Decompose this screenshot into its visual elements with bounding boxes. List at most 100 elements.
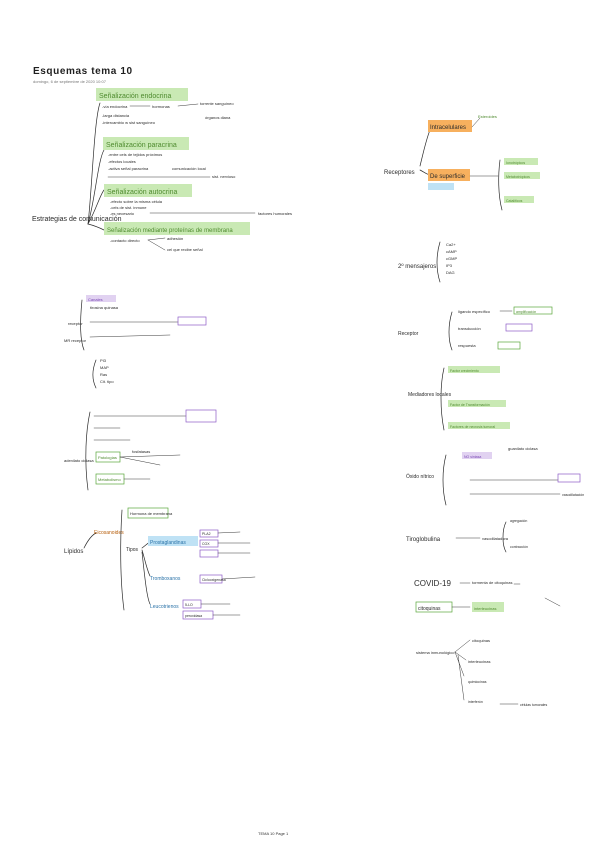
section-heading: Señalización autocrina	[107, 189, 178, 196]
receptors-map: Receptores Intracelulares Esteroides De …	[384, 114, 540, 211]
note-line: Metabolismo	[98, 477, 121, 482]
purple-box	[177, 316, 207, 326]
note-line: fosfatasas	[132, 449, 150, 454]
highlight-orange	[428, 120, 472, 132]
note-line: -entre cels de tejidos próximos	[108, 152, 162, 157]
note-line: órganos diana	[205, 115, 231, 120]
second-messengers-map: 2º mensajeros Ca2+ cAMP cGMP IP3 DAG	[398, 241, 457, 283]
arrow-line	[471, 117, 481, 128]
note-line: cAMP	[446, 249, 457, 254]
note-line: Tipos	[126, 547, 139, 553]
bracket	[448, 311, 453, 351]
note-line: sist. nervioso	[212, 174, 236, 179]
note-line: Leucotrienos	[150, 604, 179, 610]
branch-line	[141, 551, 151, 605]
green-box	[513, 306, 553, 315]
arrow-line	[147, 237, 166, 251]
branch-line	[83, 532, 97, 549]
root-label: COVID-19	[414, 579, 451, 588]
note-line: Factor de Transformación	[450, 403, 490, 407]
page-date: domingo, 6 de septiembre de 2020 10:07	[33, 79, 106, 84]
highlight-green	[103, 137, 189, 150]
branch-line	[419, 129, 431, 167]
root-label: Óxido nítrico	[406, 473, 434, 480]
root-label: Receptor	[398, 331, 419, 337]
note-line: respuesta	[458, 343, 476, 348]
note-line: adenilato ciclasa	[64, 458, 94, 463]
note-line: tormenta de citoquinas	[472, 580, 512, 585]
branch-line	[87, 102, 101, 225]
note-line: Tromboxanos	[150, 576, 181, 582]
purple-box	[557, 473, 581, 483]
purple-box	[199, 529, 219, 538]
note-line: Hormona de membrana	[130, 511, 173, 516]
section-heading: Señalización endocrina	[99, 93, 171, 100]
covid-map: COVID-19 tormenta de citoquinas citoquin…	[414, 579, 561, 613]
green-box	[127, 507, 169, 519]
note-line: peroxidasa	[185, 614, 202, 618]
purple-box	[185, 409, 217, 423]
note-line: citoquinas	[418, 606, 441, 612]
highlight-orange	[428, 169, 470, 181]
note-line: hormonas	[152, 104, 170, 109]
receptor-map: Receptor ligando específico amplificació…	[398, 306, 553, 351]
arrow-line	[177, 103, 199, 107]
note-line: Cit. tipo	[100, 379, 114, 384]
communication-strategies-map: Estrategias de comunicación Señalización…	[32, 88, 292, 252]
note-line: NO sintasa	[464, 455, 481, 459]
note-line: COX	[202, 542, 210, 546]
note-line: citoquinas	[472, 638, 490, 643]
highlight-purple	[86, 295, 116, 302]
note-line: -efectos locales	[108, 159, 136, 164]
root-label: Receptores	[384, 170, 415, 176]
note-line: -vía endocrina	[102, 104, 128, 109]
note-line: Metabotrópicos	[506, 175, 530, 179]
note-line: Prostaglandinas	[150, 540, 186, 546]
root-label: 2º mensajeros	[398, 263, 436, 270]
section-heading: Señalización paracrina	[106, 142, 177, 149]
note-line: Canales	[88, 297, 103, 302]
bracket	[92, 359, 97, 389]
highlight-green	[104, 184, 192, 197]
note-line: contracción	[510, 545, 528, 549]
note-line: Patologías	[98, 455, 117, 460]
highlight-green	[504, 172, 540, 179]
note-line: tirosina quinasa	[90, 305, 119, 310]
note-line: Factores de necrosis tumoral	[450, 425, 495, 429]
bracket	[85, 411, 91, 491]
note-line: torrente sanguíneo	[200, 101, 234, 106]
highlight-green	[472, 602, 504, 612]
note-line: comunicación local	[172, 166, 206, 171]
nitric-oxide-map: Óxido nítrico NO sintasa guanilato cicla…	[406, 446, 584, 506]
note-line: PLA2	[202, 532, 211, 536]
highlight-purple	[462, 452, 492, 459]
highlight-green	[448, 366, 500, 373]
note-line: receptor	[68, 321, 83, 326]
note-line: DAG	[446, 270, 455, 275]
note-line: Esteroides	[478, 114, 497, 119]
note-line: -contacto directo	[110, 238, 140, 243]
branch-line	[87, 149, 105, 225]
section-heading: Señalización mediante proteínas de membr…	[107, 228, 233, 234]
note-line: IP3	[446, 263, 453, 268]
note-line: vasodilatación	[562, 493, 584, 497]
note-line: Eicosanoides	[94, 530, 124, 536]
thyroglobulin-map: Tiroglobulina vasodilatadora agregación …	[406, 519, 528, 553]
bracket	[120, 509, 125, 611]
arrow-line	[513, 583, 561, 607]
branch-line	[141, 549, 151, 577]
note-line: factores humorales	[258, 211, 292, 216]
bracket	[442, 454, 447, 506]
arrow-line	[89, 334, 171, 338]
page-footer: TEMA 10 Page 1	[258, 831, 289, 836]
highlight-green	[104, 222, 250, 235]
note-line: células tumorales	[520, 703, 547, 707]
note-line: Ciclooxigenasa	[202, 578, 226, 582]
note-line: interleucinas	[468, 659, 490, 664]
note-line: 5-LO	[185, 603, 193, 607]
page-title: Esquemas tema 10	[33, 66, 133, 77]
note-line: Catalíticos	[506, 199, 523, 203]
purple-box	[505, 323, 533, 332]
highlight-blue	[148, 536, 198, 546]
note-line: De superficie	[430, 174, 466, 180]
